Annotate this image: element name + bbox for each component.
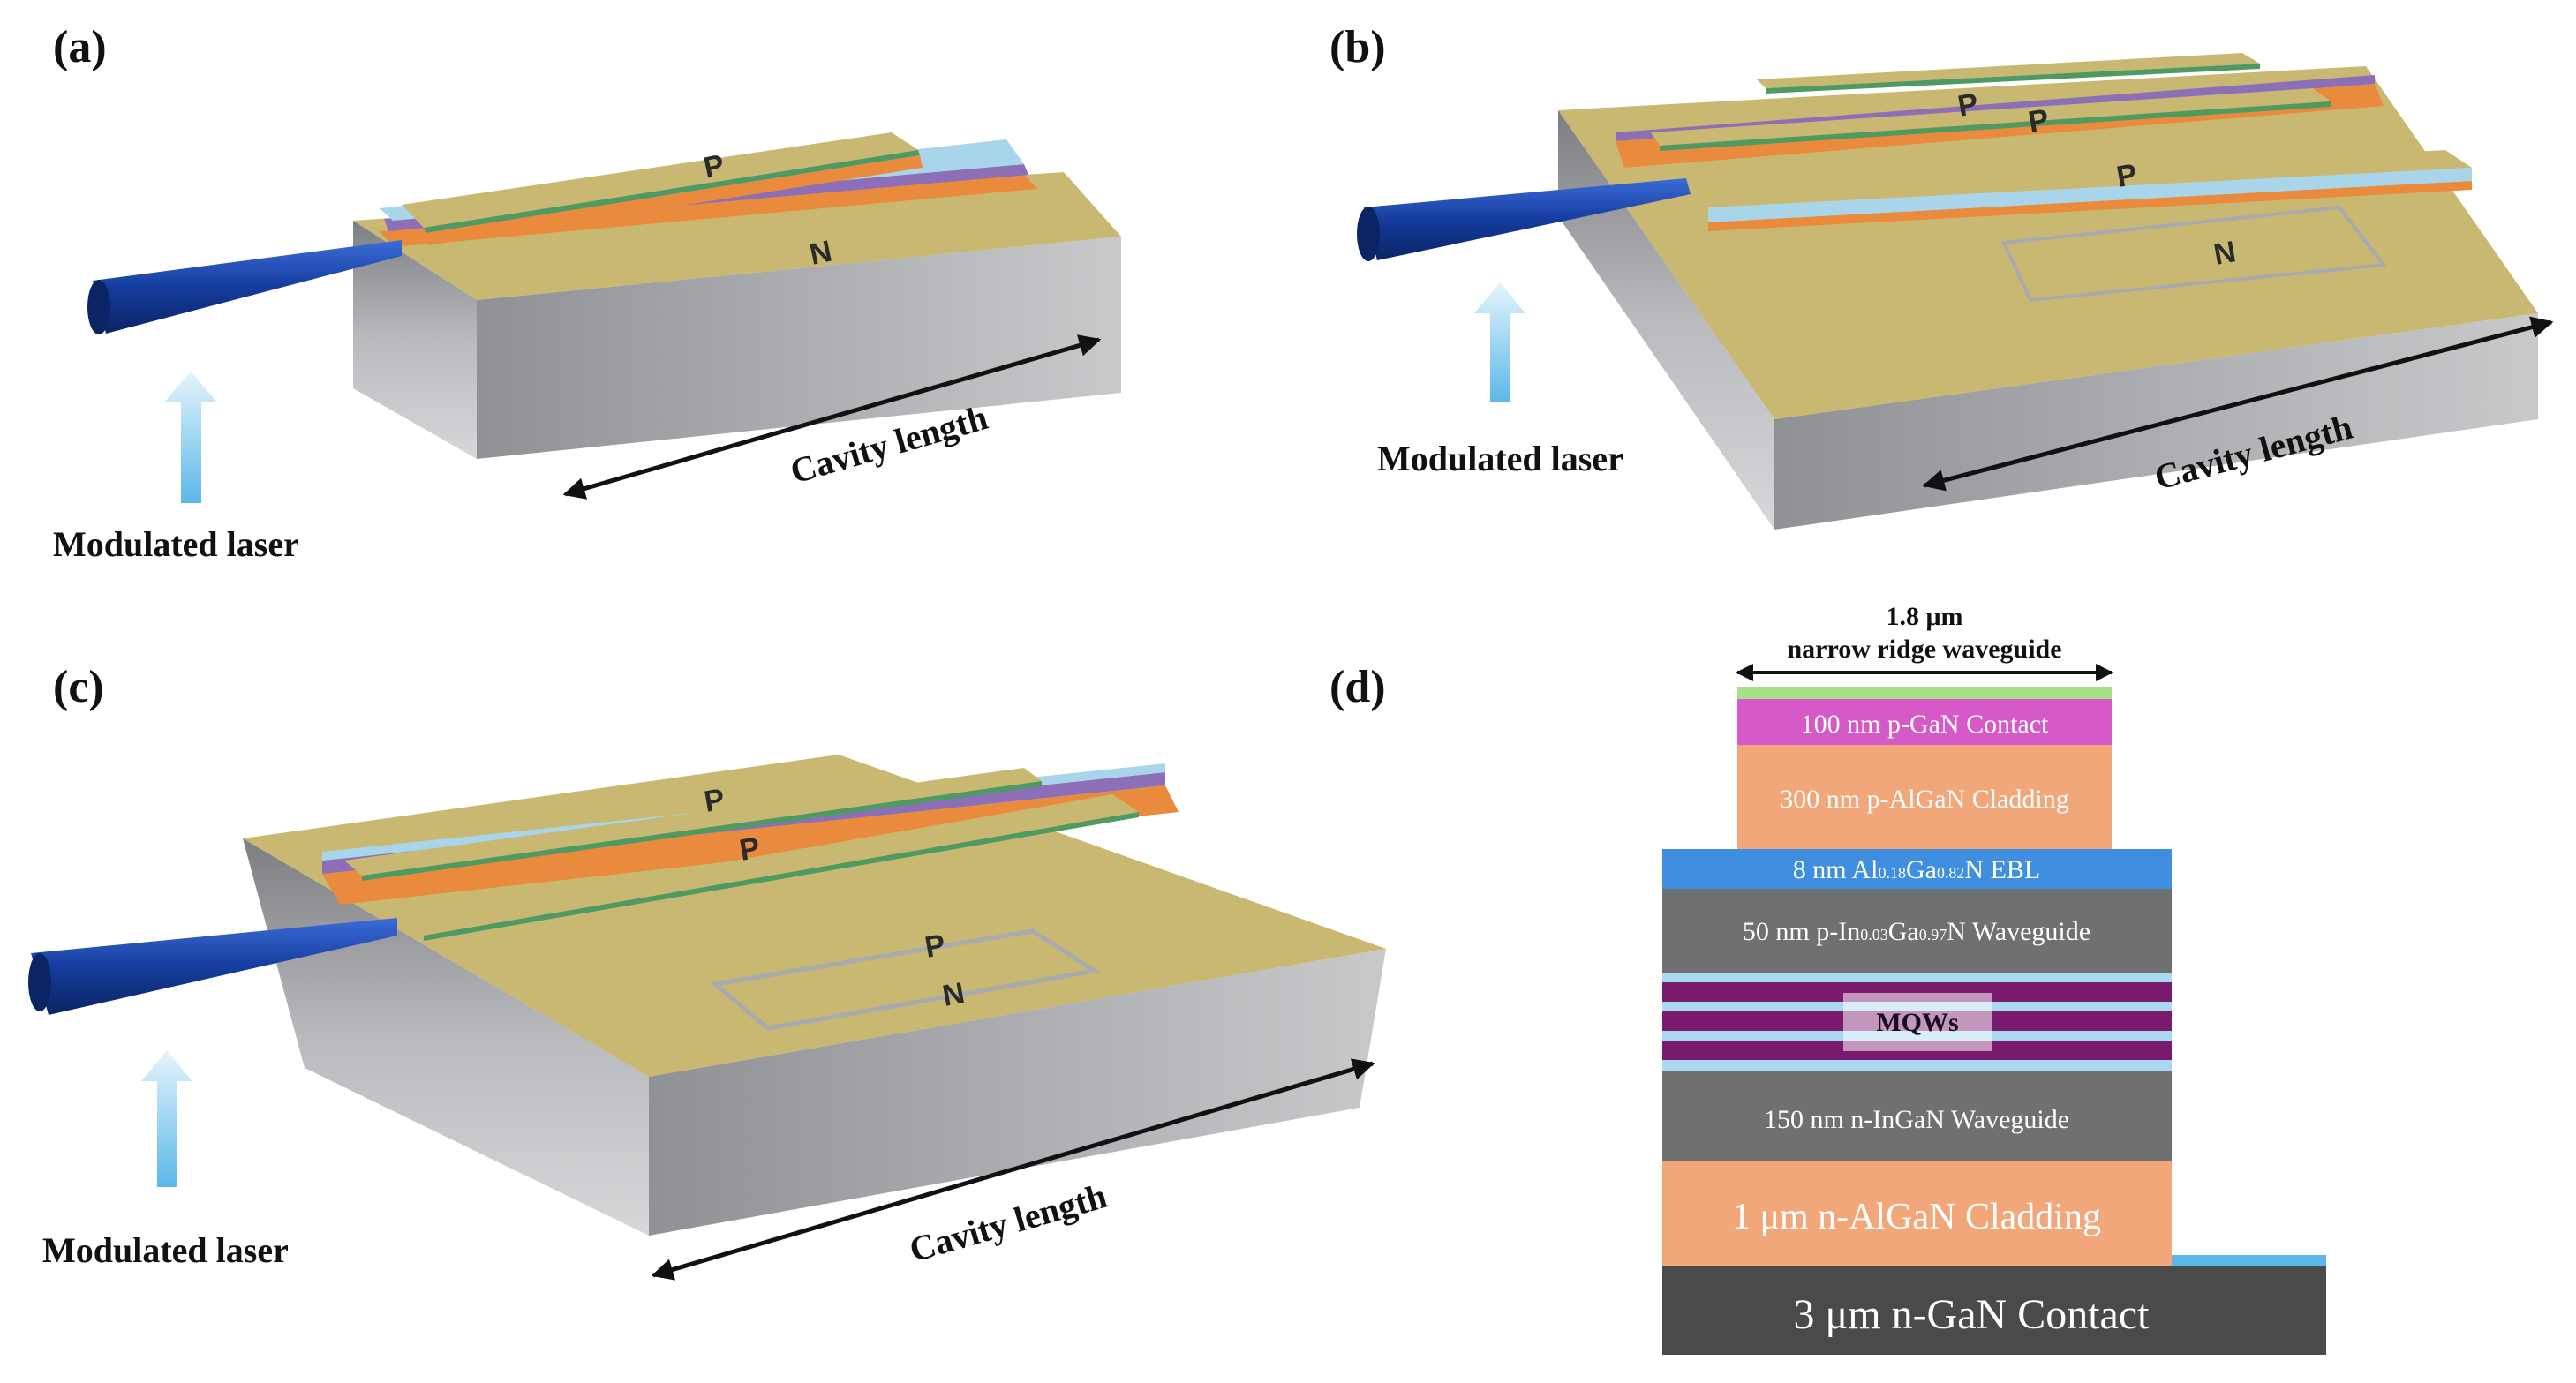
panel-a-laser-arrow xyxy=(165,371,216,503)
panel-c-ridge1-top xyxy=(344,768,1042,876)
top-metal-layer xyxy=(1737,687,2112,699)
panel-c-ridge1-green xyxy=(362,781,1042,881)
panel-b-ridge2-top xyxy=(1651,88,2331,146)
p-contact-text: 100 nm p-GaN Contact xyxy=(1801,710,2049,739)
panel-c-cavity-label: Cavity length xyxy=(905,1176,1111,1270)
panel-c-ridge2-green xyxy=(424,812,1139,941)
panel-c-n-pad-outline xyxy=(710,928,1101,1031)
ebl-text: 8 nm Al0.18Ga0.82N EBL xyxy=(1793,855,2041,884)
n-cladding-layer xyxy=(1662,1161,2172,1266)
panel-d-label: (d) xyxy=(1329,662,1386,712)
panel-a-ridge-top xyxy=(402,132,918,228)
panel-a-fiber-tip xyxy=(87,280,110,334)
ridge-width-value: 1.8 μm xyxy=(1887,602,1963,631)
mqw-text: MQWs xyxy=(1876,1008,1958,1037)
mqw-barrier-1 xyxy=(1662,973,2172,982)
p-waveguide-text: 50 nm p-In0.03Ga0.97N Waveguide xyxy=(1743,917,2090,946)
panel-b-ridge3-top xyxy=(1695,150,2472,207)
mqw-label-box xyxy=(1843,993,1992,1051)
panel-d: (d) 1.8 μm narrow ridge waveguide 100 nm… xyxy=(1329,602,2326,1355)
panel-c-fiber xyxy=(31,918,397,1015)
panel-b-ridge1-top xyxy=(1757,53,2260,88)
panel-a-cavity-arrow xyxy=(562,334,1102,500)
panel-b-cavity-arrow xyxy=(1922,316,2554,492)
n-metal-strip xyxy=(2172,1255,2326,1267)
panel-a-orange-layer xyxy=(380,175,1037,247)
ebl-layer xyxy=(1662,849,2172,889)
panel-b-ridge3-blue xyxy=(1708,168,2472,222)
n-cladding-text: 1 μm n-AlGaN Cladding xyxy=(1732,1197,2101,1237)
mqw-well-1 xyxy=(1662,982,2172,1002)
ridge-width-caption: narrow ridge waveguide xyxy=(1787,635,2061,664)
panel-a-substrate-side xyxy=(353,221,477,459)
panel-c-label: (c) xyxy=(53,662,104,712)
n-contact-text: 3 μm n-GaN Contact xyxy=(1794,1291,2150,1338)
n-waveguide-text: 150 nm n-InGaN Waveguide xyxy=(1764,1105,2069,1134)
panel-b-label: (b) xyxy=(1329,22,1386,72)
panel-c-modulated-label: Modulated laser xyxy=(42,1230,289,1270)
panel-b-substrate-side xyxy=(1558,110,1774,530)
panel-a-ridge-green xyxy=(424,150,920,233)
panel-a-substrate-top xyxy=(353,172,1121,300)
panel-a-label: (a) xyxy=(53,22,107,72)
panel-b-ridge1-green xyxy=(1766,64,2260,94)
panel-b-n-pad-outline xyxy=(2001,205,2387,303)
n-contact-layer xyxy=(1662,1266,2326,1355)
panel-c-laser-arrow xyxy=(141,1050,192,1187)
panel-a: (a) P N Modulated laser Cavity length xyxy=(53,22,1121,564)
panel-a-fiber xyxy=(93,240,402,334)
panel-c: (c) P P P N Modulated laser Cavity lengt… xyxy=(28,662,1386,1281)
panel-b-fiber xyxy=(1364,178,1691,260)
panel-b-fiber-tip xyxy=(1357,207,1380,261)
panel-b-ridge2-green xyxy=(1660,101,2331,151)
p-contact-layer xyxy=(1737,699,2112,745)
p-cladding-layer xyxy=(1737,745,2112,849)
panel-c-fiber-tip xyxy=(28,953,51,1011)
panel-b-laser-arrow xyxy=(1474,282,1525,402)
panel-a-modulated-label: Modulated laser xyxy=(53,524,299,564)
panel-c-ridge2-top xyxy=(406,794,1139,936)
mqw-barrier-4 xyxy=(1662,1060,2172,1071)
panel-a-ridge-orange xyxy=(426,155,923,245)
p-cladding-text: 300 nm p-AlGaN Cladding xyxy=(1780,785,2068,814)
panel-c-cavity-arrow xyxy=(651,1058,1375,1281)
panel-b-modulated-label: Modulated laser xyxy=(1377,439,1623,478)
p-waveguide-layer xyxy=(1662,889,2172,973)
panel-b: (b) P P P N Modulated laser Cavity lengt… xyxy=(1329,22,2554,530)
panel-c-stack-orange xyxy=(322,785,1179,905)
panel-b-ridge3-orange xyxy=(1708,181,2472,231)
n-waveguide-layer xyxy=(1662,1071,2172,1161)
